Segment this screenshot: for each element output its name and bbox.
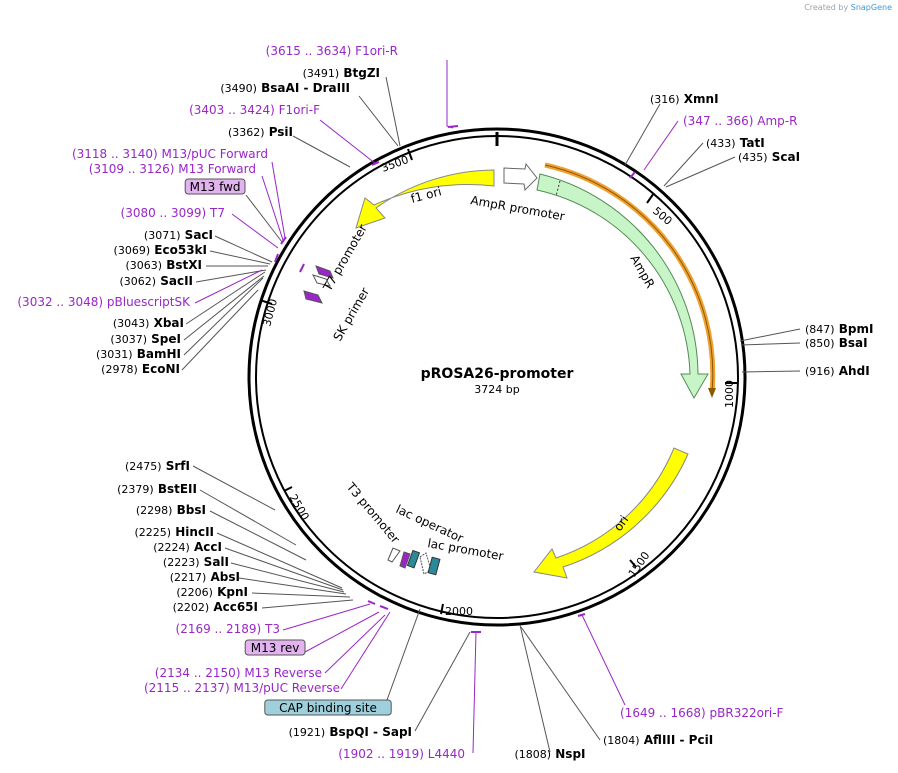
t3-promoter-label: T3 promoter	[343, 479, 402, 546]
label-box-7	[184, 178, 246, 195]
site-label-33: (1902 .. 1919) L4440	[338, 747, 465, 761]
t3-promoter-arrow	[387, 547, 401, 563]
ampr-orange-head	[708, 388, 716, 398]
site-label-42: (347 .. 366) Amp-R	[683, 114, 797, 128]
site-label-14: (3043) XbaI	[113, 316, 184, 330]
site-label-6: (3109 .. 3126) M13 Forward	[89, 162, 256, 176]
primer-site-markers	[274, 125, 636, 633]
snapgene-credit: Created by SnapGene	[804, 3, 892, 12]
site-label-37: (916) AhdI	[805, 364, 870, 378]
credit-brand: SnapGene	[850, 3, 892, 12]
site-label-43: (316) XmnI	[650, 92, 719, 106]
sk-primer-label: SK primer	[330, 285, 372, 343]
cap-site-box	[406, 549, 421, 569]
site-label-15: (3037) SpeI	[110, 332, 181, 346]
site-label-16: (3031) BamHI	[96, 347, 181, 361]
ori-arrow	[533, 447, 689, 579]
tick-label-2500: 2500	[286, 492, 311, 523]
site-label-0: (3615 .. 3634) F1ori-R	[266, 44, 398, 58]
tick-label-2000: 2000	[445, 605, 473, 618]
site-label-12: (3062) SacII	[119, 274, 193, 288]
site-label-38: (850) BsaI	[805, 336, 868, 350]
site-label-23: (2223) SalI	[163, 555, 229, 569]
site-label-31: CAP binding site	[279, 701, 377, 715]
plasmid-size: 3724 bp	[474, 383, 519, 396]
site-label-40: (435) ScaI	[738, 150, 800, 164]
sk-primer-purple	[303, 290, 323, 304]
plasmid-name: pROSA26-promoter	[421, 366, 574, 382]
site-label-13: (3032 .. 3048) pBluescriptSK	[17, 295, 191, 309]
site-label-36: (1649 .. 1668) pBR322ori-F	[620, 706, 784, 720]
site-label-39: (847) BpmI	[805, 322, 873, 336]
site-label-28: M13 rev	[251, 641, 300, 655]
site-label-17: (2978) EcoNI	[101, 362, 180, 376]
credit-prefix: Created by	[804, 3, 849, 12]
site-label-35: (1804) AflIII - PciI	[603, 733, 713, 747]
site-label-29: (2134 .. 2150) M13 Reverse	[155, 666, 322, 680]
tick-label-1000: 1000	[723, 380, 736, 408]
backbone	[247, 127, 747, 627]
t7-primer-purple	[315, 265, 334, 279]
ampr-promoter-arrow	[503, 162, 538, 192]
site-label-24: (2217) AbsI	[170, 570, 240, 584]
ampr-arrow	[536, 173, 709, 400]
site-label-5: (3118 .. 3140) M13/pUC Forward	[72, 147, 268, 161]
site-labels: (3615 .. 3634) F1ori-R (3491) BtgZI(3490)…	[17, 44, 873, 761]
site-label-21: (2225) HincII	[135, 525, 215, 539]
t7-promoter-label: T7 promoter	[320, 222, 370, 294]
lac-operator-box	[427, 556, 441, 576]
label-box-28	[244, 639, 306, 656]
t3-primer-purple	[399, 551, 411, 569]
site-label-11: (3063) BstXI	[126, 258, 203, 272]
site-label-18: (2475) SrfI	[125, 459, 190, 473]
site-label-2: (3490) BsaAI - DraIII	[220, 81, 350, 95]
site-label-27: (2169 .. 2189) T3	[176, 622, 280, 636]
f1-ori-arrow	[355, 169, 495, 229]
ampr-promoter-label: AmpR promoter	[469, 193, 565, 223]
site-label-10: (3069) Eco53kI	[114, 243, 207, 257]
site-label-9: (3071) SacI	[144, 228, 213, 242]
site-label-32: (1921) BspQI - SapI	[289, 725, 412, 739]
leader-lines	[181, 60, 801, 754]
site-label-41: (433) TatI	[706, 136, 765, 150]
site-label-8: (3080 .. 3099) T7	[121, 206, 225, 220]
site-label-1: (3491) BtgZI	[303, 66, 380, 80]
site-label-34: (1808) NspI	[515, 747, 586, 761]
site-label-30: (2115 .. 2137) M13/pUC Reverse	[144, 681, 340, 695]
site-label-4: (3362) PsiI	[228, 125, 293, 139]
site-label-19: (2379) BstEII	[117, 482, 197, 496]
site-label-7: M13 fwd	[190, 180, 241, 194]
site-label-26: (2202) Acc65I	[173, 600, 258, 614]
site-label-22: (2224) AccI	[153, 540, 222, 554]
site-label-25: (2206) KpnI	[176, 585, 248, 599]
label-box-31	[264, 699, 392, 716]
t7-promoter-arrow	[312, 274, 332, 287]
site-label-3: (3403 .. 3424) F1ori-F	[189, 103, 320, 117]
site-label-20: (2298) BbsI	[136, 503, 206, 517]
